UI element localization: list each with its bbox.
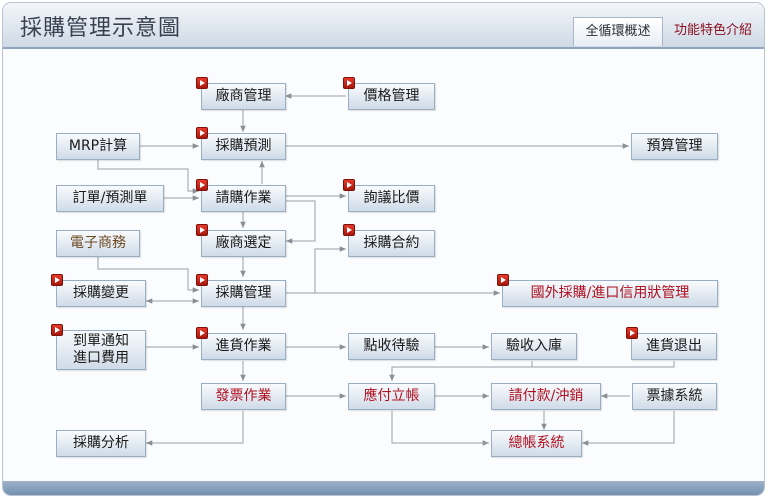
link-flag-icon (196, 327, 208, 339)
link-flag-icon (626, 327, 638, 339)
link-flag-icon (51, 274, 63, 286)
node-budget-mgmt[interactable]: 預算管理 (631, 133, 718, 160)
node-requisition[interactable]: 請購作業 (196, 179, 286, 212)
node-arrival-notice[interactable]: 到單通知 進口費用 (51, 324, 146, 370)
edge-return-to-ap (532, 361, 675, 368)
edge-mrp-to-requisition (97, 160, 199, 194)
node-label: 訂單/預測單 (72, 190, 148, 206)
node-payment-offset[interactable]: 請付款/沖銷 (491, 383, 601, 410)
edge-ap-to-ledger (391, 411, 489, 446)
footer-bar (3, 481, 764, 495)
node-purchase-return[interactable]: 進貨退出 (626, 327, 717, 360)
node-label: 發票作業 (215, 388, 272, 404)
node-inspect-store[interactable]: 驗收入庫 (491, 333, 577, 360)
link-flag-icon (196, 127, 208, 139)
tab-cycle-overview[interactable]: 全循環概述 (573, 17, 663, 46)
node-label: 廠商管理 (215, 88, 272, 104)
node-purchase-change[interactable]: 採購變更 (51, 274, 146, 307)
node-purchase-analysis[interactable]: 採購分析 (56, 430, 146, 457)
edge-mgmt-to-contract (286, 246, 346, 294)
node-purchase-contract[interactable]: 採購合約 (343, 224, 435, 257)
node-label: 進貨作業 (215, 338, 272, 354)
node-label: 總帳系統 (508, 435, 565, 451)
page-title: 採購管理示意圖 (20, 16, 182, 41)
edge-bill-to-ledger (582, 411, 675, 446)
node-label: 國外採購/進口信用狀管理 (530, 285, 690, 301)
node-label: 點收待驗 (363, 338, 420, 354)
node-label: MRP計算 (68, 138, 128, 154)
node-label: 請付款/沖銷 (508, 388, 584, 404)
node-ecommerce[interactable]: 電子商務 (56, 230, 140, 257)
node-label: 價格管理 (363, 88, 420, 104)
connector-lines (97, 93, 675, 446)
node-label: 廠商選定 (215, 235, 272, 251)
edge-inspect-to-ap (389, 361, 533, 381)
tab-feature-intro[interactable]: 功能特色介紹 (673, 23, 752, 38)
node-label: 到單通知 (73, 333, 129, 349)
link-flag-icon (196, 224, 208, 236)
link-flag-icon (51, 324, 63, 336)
node-label: 採購管理 (215, 285, 272, 301)
node-label: 採購合約 (363, 235, 420, 251)
node-label: 票據系統 (646, 388, 703, 404)
edge-invoice-to-analysis (146, 411, 244, 446)
node-foreign-lc[interactable]: 國外採購/進口信用狀管理 (497, 274, 718, 307)
node-label: 詢議比價 (363, 190, 420, 206)
node-purchase-forecast[interactable]: 採購預測 (196, 127, 286, 160)
node-label: 採購變更 (73, 285, 129, 301)
node-mrp-calc[interactable]: MRP計算 (56, 133, 140, 160)
node-label: 進貨退出 (646, 338, 702, 354)
node-label: 採購預測 (215, 138, 272, 154)
node-label: 應付立帳 (363, 388, 420, 404)
node-order-forecast[interactable]: 訂單/預測單 (56, 185, 164, 212)
link-flag-icon (196, 77, 208, 89)
edge-ecommerce-to-mgmt (97, 256, 199, 293)
link-flag-icon (343, 77, 355, 89)
node-receiving[interactable]: 進貨作業 (196, 327, 286, 360)
node-label: 預算管理 (646, 138, 703, 154)
node-bill-system[interactable]: 票據系統 (632, 383, 717, 410)
node-vendor-mgmt[interactable]: 廠商管理 (196, 77, 286, 110)
node-label: 驗收入庫 (506, 338, 562, 354)
node-inquiry-compare[interactable]: 詢議比價 (343, 179, 435, 212)
node-label-line2: 進口費用 (73, 350, 129, 366)
link-flag-icon (497, 274, 509, 286)
link-flag-icon (196, 274, 208, 286)
node-ap-account[interactable]: 應付立帳 (348, 383, 435, 410)
node-invoice[interactable]: 發票作業 (201, 383, 286, 410)
link-flag-icon (343, 179, 355, 191)
node-general-ledger[interactable]: 總帳系統 (491, 430, 582, 457)
node-count-inspect[interactable]: 點收待驗 (348, 333, 435, 360)
node-label: 請購作業 (215, 190, 272, 206)
edge-inquiry-to-select (286, 200, 316, 244)
node-label: 電子商務 (70, 235, 126, 251)
header-bar: 採購管理示意圖 全循環概述 功能特色介紹 (3, 3, 764, 49)
link-flag-icon (343, 224, 355, 236)
node-purchase-mgmt[interactable]: 採購管理 (196, 274, 286, 307)
node-price-mgmt[interactable]: 價格管理 (343, 77, 435, 110)
node-vendor-select[interactable]: 廠商選定 (196, 224, 286, 257)
node-label: 採購分析 (73, 435, 129, 451)
link-flag-icon (196, 179, 208, 191)
